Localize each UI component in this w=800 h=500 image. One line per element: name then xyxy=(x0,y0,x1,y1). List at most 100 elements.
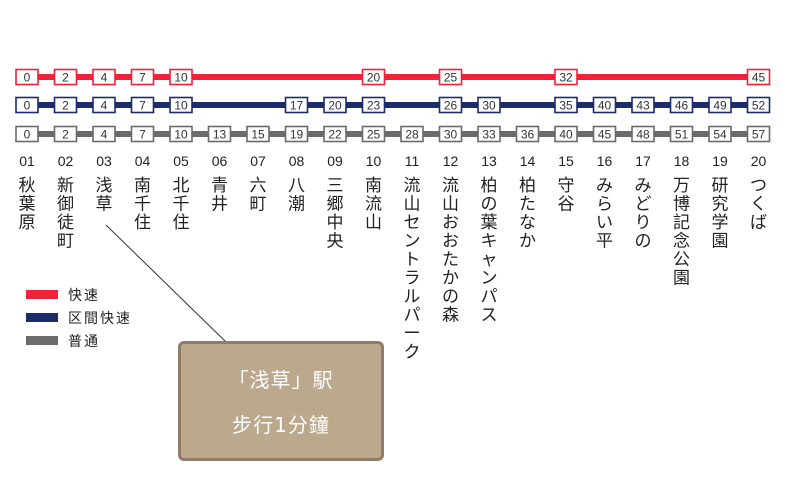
station-number: 01 xyxy=(19,153,35,169)
station-number: 17 xyxy=(635,153,651,169)
station-name-char: ど xyxy=(635,195,652,215)
station-name-char: ャ xyxy=(481,250,498,270)
station-name-char: ば xyxy=(750,213,767,233)
legend-swatch-rapid xyxy=(26,290,58,299)
minutes-box xyxy=(15,125,39,143)
minutes-label: 22 xyxy=(328,128,342,142)
station-name-char: 潮 xyxy=(288,195,305,215)
minutes-box xyxy=(400,125,424,143)
station-number: 08 xyxy=(289,153,305,169)
minutes-label: 43 xyxy=(636,99,650,113)
minutes-box xyxy=(246,125,270,143)
station-name-char: ク xyxy=(404,343,421,363)
station-number: 03 xyxy=(96,153,112,169)
legend-label-section-rapid: 区間快速 xyxy=(68,310,132,327)
station-name-char: 三 xyxy=(327,176,344,196)
station-name-char: ン xyxy=(481,269,498,289)
minutes-box xyxy=(631,125,655,143)
minutes-label: 36 xyxy=(521,128,535,142)
minutes-box xyxy=(169,68,193,86)
minutes-box xyxy=(708,96,732,114)
station-name-char: お xyxy=(442,213,459,233)
minutes-box xyxy=(554,125,578,143)
minutes-label: 25 xyxy=(444,71,458,85)
minutes-label: 10 xyxy=(174,99,188,113)
minutes-label: 25 xyxy=(367,128,381,142)
station-name-char: ル xyxy=(404,287,421,307)
minutes-box xyxy=(592,96,617,114)
minutes-box xyxy=(554,96,578,114)
minutes-label: 30 xyxy=(444,128,458,142)
station-name-char: 八 xyxy=(288,176,305,196)
minutes-box xyxy=(53,125,78,143)
station-number: 05 xyxy=(173,153,189,169)
minutes-box xyxy=(631,96,655,114)
minutes-label: 28 xyxy=(405,128,419,142)
station-name-char: 森 xyxy=(442,306,459,326)
station-number: 06 xyxy=(212,153,228,169)
station-name-char: 研 xyxy=(712,176,729,196)
station-name-char: 浅 xyxy=(96,176,113,196)
station-name-char: い xyxy=(596,213,613,233)
minutes-box xyxy=(53,96,78,114)
station-name-char: 草 xyxy=(96,195,113,215)
station-number: 07 xyxy=(250,153,266,169)
station-callout: 「浅草」駅 步行1分鐘 xyxy=(178,341,384,461)
minutes-label: 19 xyxy=(290,128,304,142)
station-name-char: く xyxy=(750,195,767,215)
station-name-char: 公 xyxy=(673,250,690,270)
station-name-char: パ xyxy=(404,306,421,326)
station-name-char: 町 xyxy=(250,195,267,215)
minutes-label: 0 xyxy=(24,99,31,113)
station-name-char: の xyxy=(481,195,498,215)
legend: 快速 区間快速 普通 xyxy=(26,283,132,352)
minutes-box xyxy=(438,96,463,114)
station-name-char: の xyxy=(635,232,652,252)
minutes-label: 7 xyxy=(139,71,146,85)
station-name-char: 千 xyxy=(134,195,151,215)
station-name-char: ン xyxy=(404,232,421,252)
minutes-label: 20 xyxy=(367,71,381,85)
minutes-box xyxy=(130,125,155,143)
legend-item-section-rapid: 区間快速 xyxy=(26,306,132,329)
station-name-char: 念 xyxy=(673,231,690,252)
minutes-box xyxy=(554,68,578,86)
minutes-label: 10 xyxy=(174,128,188,142)
station-number: 16 xyxy=(597,153,613,169)
minutes-label: 52 xyxy=(752,99,766,113)
station-name-char: 博 xyxy=(673,195,690,215)
minutes-label: 33 xyxy=(482,128,496,142)
minutes-label: 2 xyxy=(62,71,69,85)
station-name-char: 山 xyxy=(365,213,382,233)
station-name-char: お xyxy=(442,232,459,252)
station-name-char: か xyxy=(442,269,459,289)
station-name-char: キ xyxy=(481,232,498,252)
minutes-label: 15 xyxy=(251,128,265,142)
station-name-char: 山 xyxy=(404,195,421,215)
station-name-char: ラ xyxy=(404,269,421,289)
minutes-box xyxy=(92,125,116,143)
station-name-char: 万 xyxy=(673,176,690,196)
minutes-label: 0 xyxy=(24,71,31,85)
station-name-char: 南 xyxy=(365,176,382,196)
station-name-char: 山 xyxy=(442,195,459,215)
minutes-label: 4 xyxy=(101,71,108,85)
minutes-label: 2 xyxy=(62,99,69,113)
station-name-char: 郷 xyxy=(327,195,344,215)
station-name-char: 南 xyxy=(134,176,151,196)
station-name-char: 千 xyxy=(173,195,190,215)
legend-label-rapid: 快速 xyxy=(68,287,100,304)
minutes-label: 13 xyxy=(213,128,227,142)
station-name-char: 葉 xyxy=(481,213,498,233)
station-name-char: 原 xyxy=(19,213,36,233)
minutes-box xyxy=(323,96,347,114)
minutes-box xyxy=(438,125,463,143)
station-name-char: 園 xyxy=(712,232,729,252)
station-name-char: 谷 xyxy=(558,195,575,215)
minutes-label: 17 xyxy=(290,99,304,113)
station-number: 09 xyxy=(327,153,343,169)
minutes-box xyxy=(669,96,694,114)
station-name-char: 柏 xyxy=(519,176,536,196)
station-name-char: ト xyxy=(404,250,421,270)
minutes-box xyxy=(169,125,193,143)
